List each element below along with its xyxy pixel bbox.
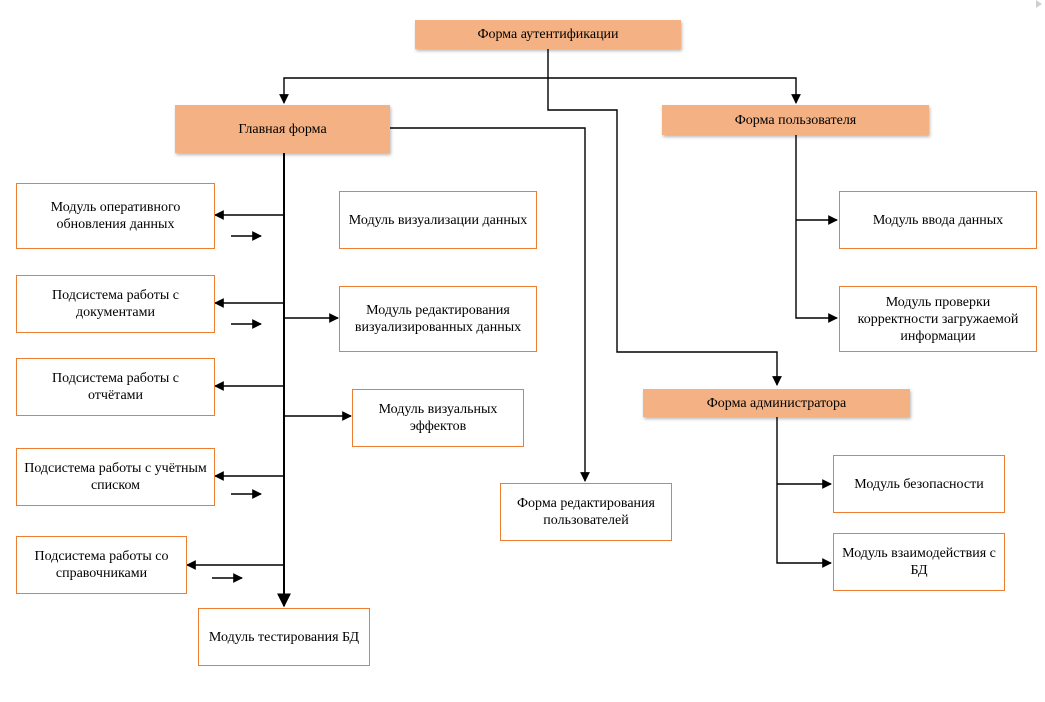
auth-form-box: Форма аутентификации xyxy=(415,20,681,49)
edge-auth-main xyxy=(279,49,549,104)
module-visual-edit: Модуль редактирования визуализированных … xyxy=(339,286,537,352)
module-db-testing: Модуль тестирования БД xyxy=(198,608,370,666)
subsystem-reports: Подсистема работы с отчётами xyxy=(16,358,215,416)
user-form-box: Форма пользователя xyxy=(662,105,929,135)
subsystem-documents: Подсистема работы с документами xyxy=(16,275,215,333)
module-security: Модуль безопасности xyxy=(833,455,1005,513)
subsystem-registry: Подсистема работы с учётным списком xyxy=(16,448,215,506)
form-user-edit: Форма редактирования пользователей xyxy=(500,483,672,541)
module-db-interaction: Модуль взаимодействия с БД xyxy=(833,533,1005,591)
module-visualization: Модуль визуализации данных xyxy=(339,191,537,249)
page-corner-marker xyxy=(1036,0,1042,8)
module-data-input: Модуль ввода данных xyxy=(839,191,1037,249)
module-realtime-update: Модуль оперативного обновления данных xyxy=(16,183,215,249)
admin-form-box: Форма администратора xyxy=(643,389,910,417)
module-visual-effects: Модуль визуальных эффектов xyxy=(352,389,524,447)
edge-auth-user xyxy=(548,77,801,104)
edge-admin-modules xyxy=(776,417,832,568)
subsystem-directories: Подсистема работы со справочниками xyxy=(16,536,187,594)
edge-auth-admin xyxy=(547,78,782,386)
main-form-box: Главная форма xyxy=(175,105,390,153)
edge-main-user-edit xyxy=(390,127,590,482)
module-data-validation: Модуль проверки корректности загружаемой… xyxy=(839,286,1037,352)
edge-user-modules xyxy=(795,135,838,323)
